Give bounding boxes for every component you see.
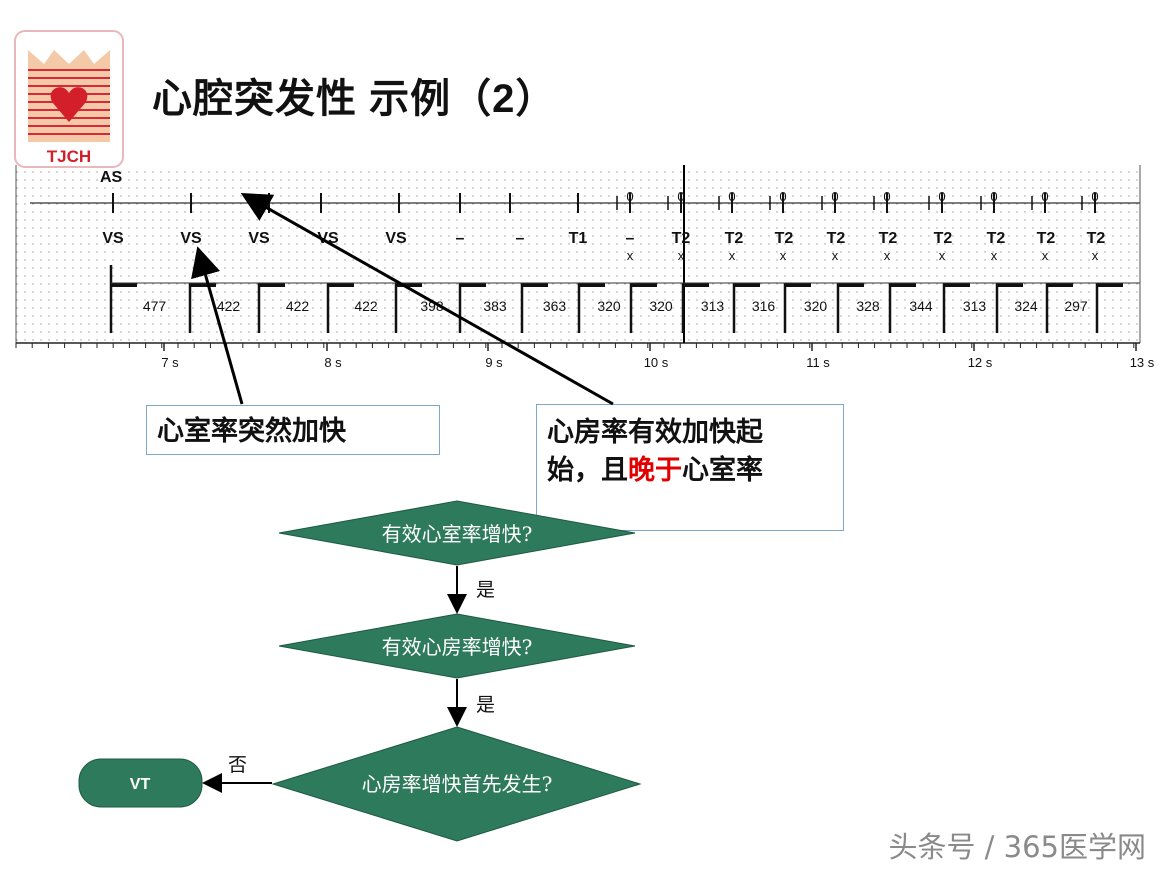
x-marker-3: x: [780, 248, 787, 263]
atrial-marker-6: 0: [938, 189, 945, 204]
ventricular-label-14: T2: [934, 230, 953, 247]
time-ticks: 7 s 8 s 9 s 10 s 11 s 12 s 13 s: [15, 343, 1155, 370]
atrial-marker-0: 0: [626, 189, 633, 204]
ventricular-label-5: –: [456, 230, 465, 247]
x-marker-0: x: [627, 248, 634, 263]
ventricular-label-1: VS: [180, 230, 202, 247]
interval-value-11: 320: [804, 298, 828, 314]
x-marker-6: x: [939, 248, 946, 263]
ventricular-label-10: T2: [725, 230, 744, 247]
ventricular-label-4: VS: [385, 230, 407, 247]
x-marker-7: x: [991, 248, 998, 263]
ventricular-label-16: T2: [1037, 230, 1056, 247]
ventricular-label-15: T2: [987, 230, 1006, 247]
ecg-strip: AS 0 0 0 0 0 0 0 0 0 0 VS VS VS VS VS – – T1 – T2 T2 T2 T2 T2 T…: [15, 165, 1155, 370]
atrium-note-post: 心室率: [682, 455, 763, 485]
q2-text: 有效心房率增快?: [382, 635, 533, 659]
ventricular-label-12: T2: [827, 230, 846, 247]
interval-value-8: 320: [649, 298, 673, 314]
x-marker-4: x: [832, 248, 839, 263]
atrial-marker-4: 0: [831, 189, 838, 204]
atrial-markers: 0 0 0 0 0 0 0 0 0 0: [616, 189, 1099, 210]
logo-text: TJCH: [47, 147, 91, 166]
interval-bars: 477 422 422 422 398 383 363 320 320 313 316 320 328 3…: [109, 265, 1140, 333]
atrial-row-label: AS: [100, 169, 123, 186]
ventricular-label-9: T2: [672, 230, 691, 247]
interval-value-2: 422: [286, 298, 310, 314]
x-marker-1: x: [678, 248, 685, 263]
ventricular-label-6: –: [516, 230, 525, 247]
decision-ventricle-rate: 有效心室率增快?: [278, 500, 636, 566]
x-marker-8: x: [1042, 248, 1049, 263]
time-label-2: 9 s: [485, 355, 503, 370]
interval-value-14: 313: [963, 298, 987, 314]
x-marker-5: x: [884, 248, 891, 263]
atrial-marker-8: 0: [1041, 189, 1048, 204]
interval-value-9: 313: [701, 298, 725, 314]
heart-icon: [50, 87, 88, 122]
ventricular-label-2: VS: [248, 230, 270, 247]
atrial-marker-5: 0: [883, 189, 890, 204]
atrial-marker-3: 0: [779, 189, 786, 204]
q1-text: 有效心室率增快?: [382, 522, 533, 546]
interval-value-0: 477: [143, 298, 167, 314]
decision-atrial-first: 心房率增快首先发生?: [271, 726, 642, 842]
atrium-note: 心房率有效加快起 始，且晚于心室率: [536, 404, 844, 531]
time-label-1: 8 s: [324, 355, 342, 370]
ventricular-label-8: –: [626, 230, 635, 247]
time-label-6: 13 s: [1130, 355, 1155, 370]
page-title: 心腔突发性 示例（2）: [152, 77, 557, 121]
interval-value-7: 320: [597, 298, 621, 314]
atrial-marker-9: 0: [1091, 189, 1098, 204]
atrium-note-pre: 始，且: [547, 455, 628, 485]
interval-value-16: 297: [1064, 298, 1088, 314]
watermark: 头条号 / 365医学网: [888, 830, 1146, 864]
no-label: 否: [228, 754, 247, 776]
decision-atrial-rate: 有效心房率增快?: [278, 613, 636, 679]
atrium-note-line2: 始，且晚于心室率: [547, 451, 843, 489]
q3-text: 心房率增快首先发生?: [362, 772, 553, 796]
ventricular-label-0: VS: [102, 230, 124, 247]
ventricular-label-3: VS: [317, 230, 339, 247]
atrium-note-line1: 心房率有效加快起: [547, 417, 763, 447]
ventricular-label-13: T2: [879, 230, 898, 247]
x-marker-2: x: [729, 248, 736, 263]
interval-value-5: 383: [483, 298, 507, 314]
yes-label-2: 是: [476, 694, 495, 716]
interval-value-3: 422: [354, 298, 378, 314]
atrial-marker-7: 0: [990, 189, 997, 204]
time-label-0: 7 s: [161, 355, 179, 370]
time-label-3: 10 s: [644, 355, 669, 370]
hospital-logo: TJCH: [14, 30, 124, 168]
ventricular-label-17: T2: [1087, 230, 1106, 247]
time-label-4: 11 s: [806, 355, 830, 370]
flowchart: 有效心室率增快? 是 有效心房率增快? 是 心房率增快首先发生? 否 VT: [78, 500, 642, 842]
atrial-marker-1: 0: [677, 189, 684, 204]
atrium-note-red: 晚于: [628, 455, 682, 485]
interval-value-12: 328: [856, 298, 880, 314]
ventricle-note: 心室率突然加快: [146, 405, 440, 455]
interval-value-6: 363: [543, 298, 567, 314]
atrial-marker-2: 0: [728, 189, 735, 204]
result-vt-text: VT: [130, 776, 151, 793]
x-marker-9: x: [1092, 248, 1099, 263]
interval-value-15: 324: [1014, 298, 1038, 314]
interval-value-1: 422: [217, 298, 241, 314]
ventricular-label-11: T2: [775, 230, 794, 247]
interval-value-4: 398: [420, 298, 444, 314]
interval-value-13: 344: [909, 298, 933, 314]
interval-value-10: 316: [752, 298, 776, 314]
ventricular-label-7: T1: [569, 230, 588, 247]
time-label-5: 12 s: [968, 355, 993, 370]
result-vt: VT: [78, 758, 203, 808]
ventricle-note-text: 心室率突然加快: [157, 416, 346, 446]
yes-label-1: 是: [476, 579, 495, 601]
